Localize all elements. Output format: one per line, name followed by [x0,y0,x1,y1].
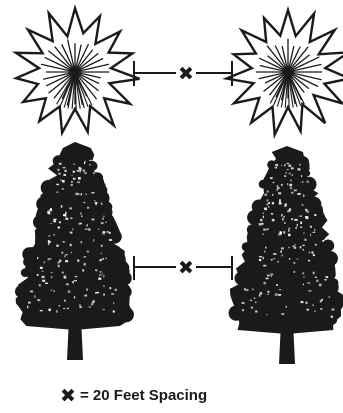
tree-canopy-top-view-icon [226,10,343,135]
spacing-marker-icon: ✖ [178,63,194,85]
legend: ✖ = 20 Feet Spacing [60,385,207,407]
spacing-marker-icon: ✖ [178,257,194,279]
evergreen-tree-side-view-icon [15,142,134,360]
tree-canopy-top-view-icon [16,8,140,133]
side-view-row: ✖ [15,142,343,364]
evergreen-tree-side-view-icon [229,146,343,364]
legend-symbol-icon: ✖ [60,385,76,407]
top-view-row: ✖ [16,8,343,134]
legend-text: = 20 Feet Spacing [80,387,207,404]
